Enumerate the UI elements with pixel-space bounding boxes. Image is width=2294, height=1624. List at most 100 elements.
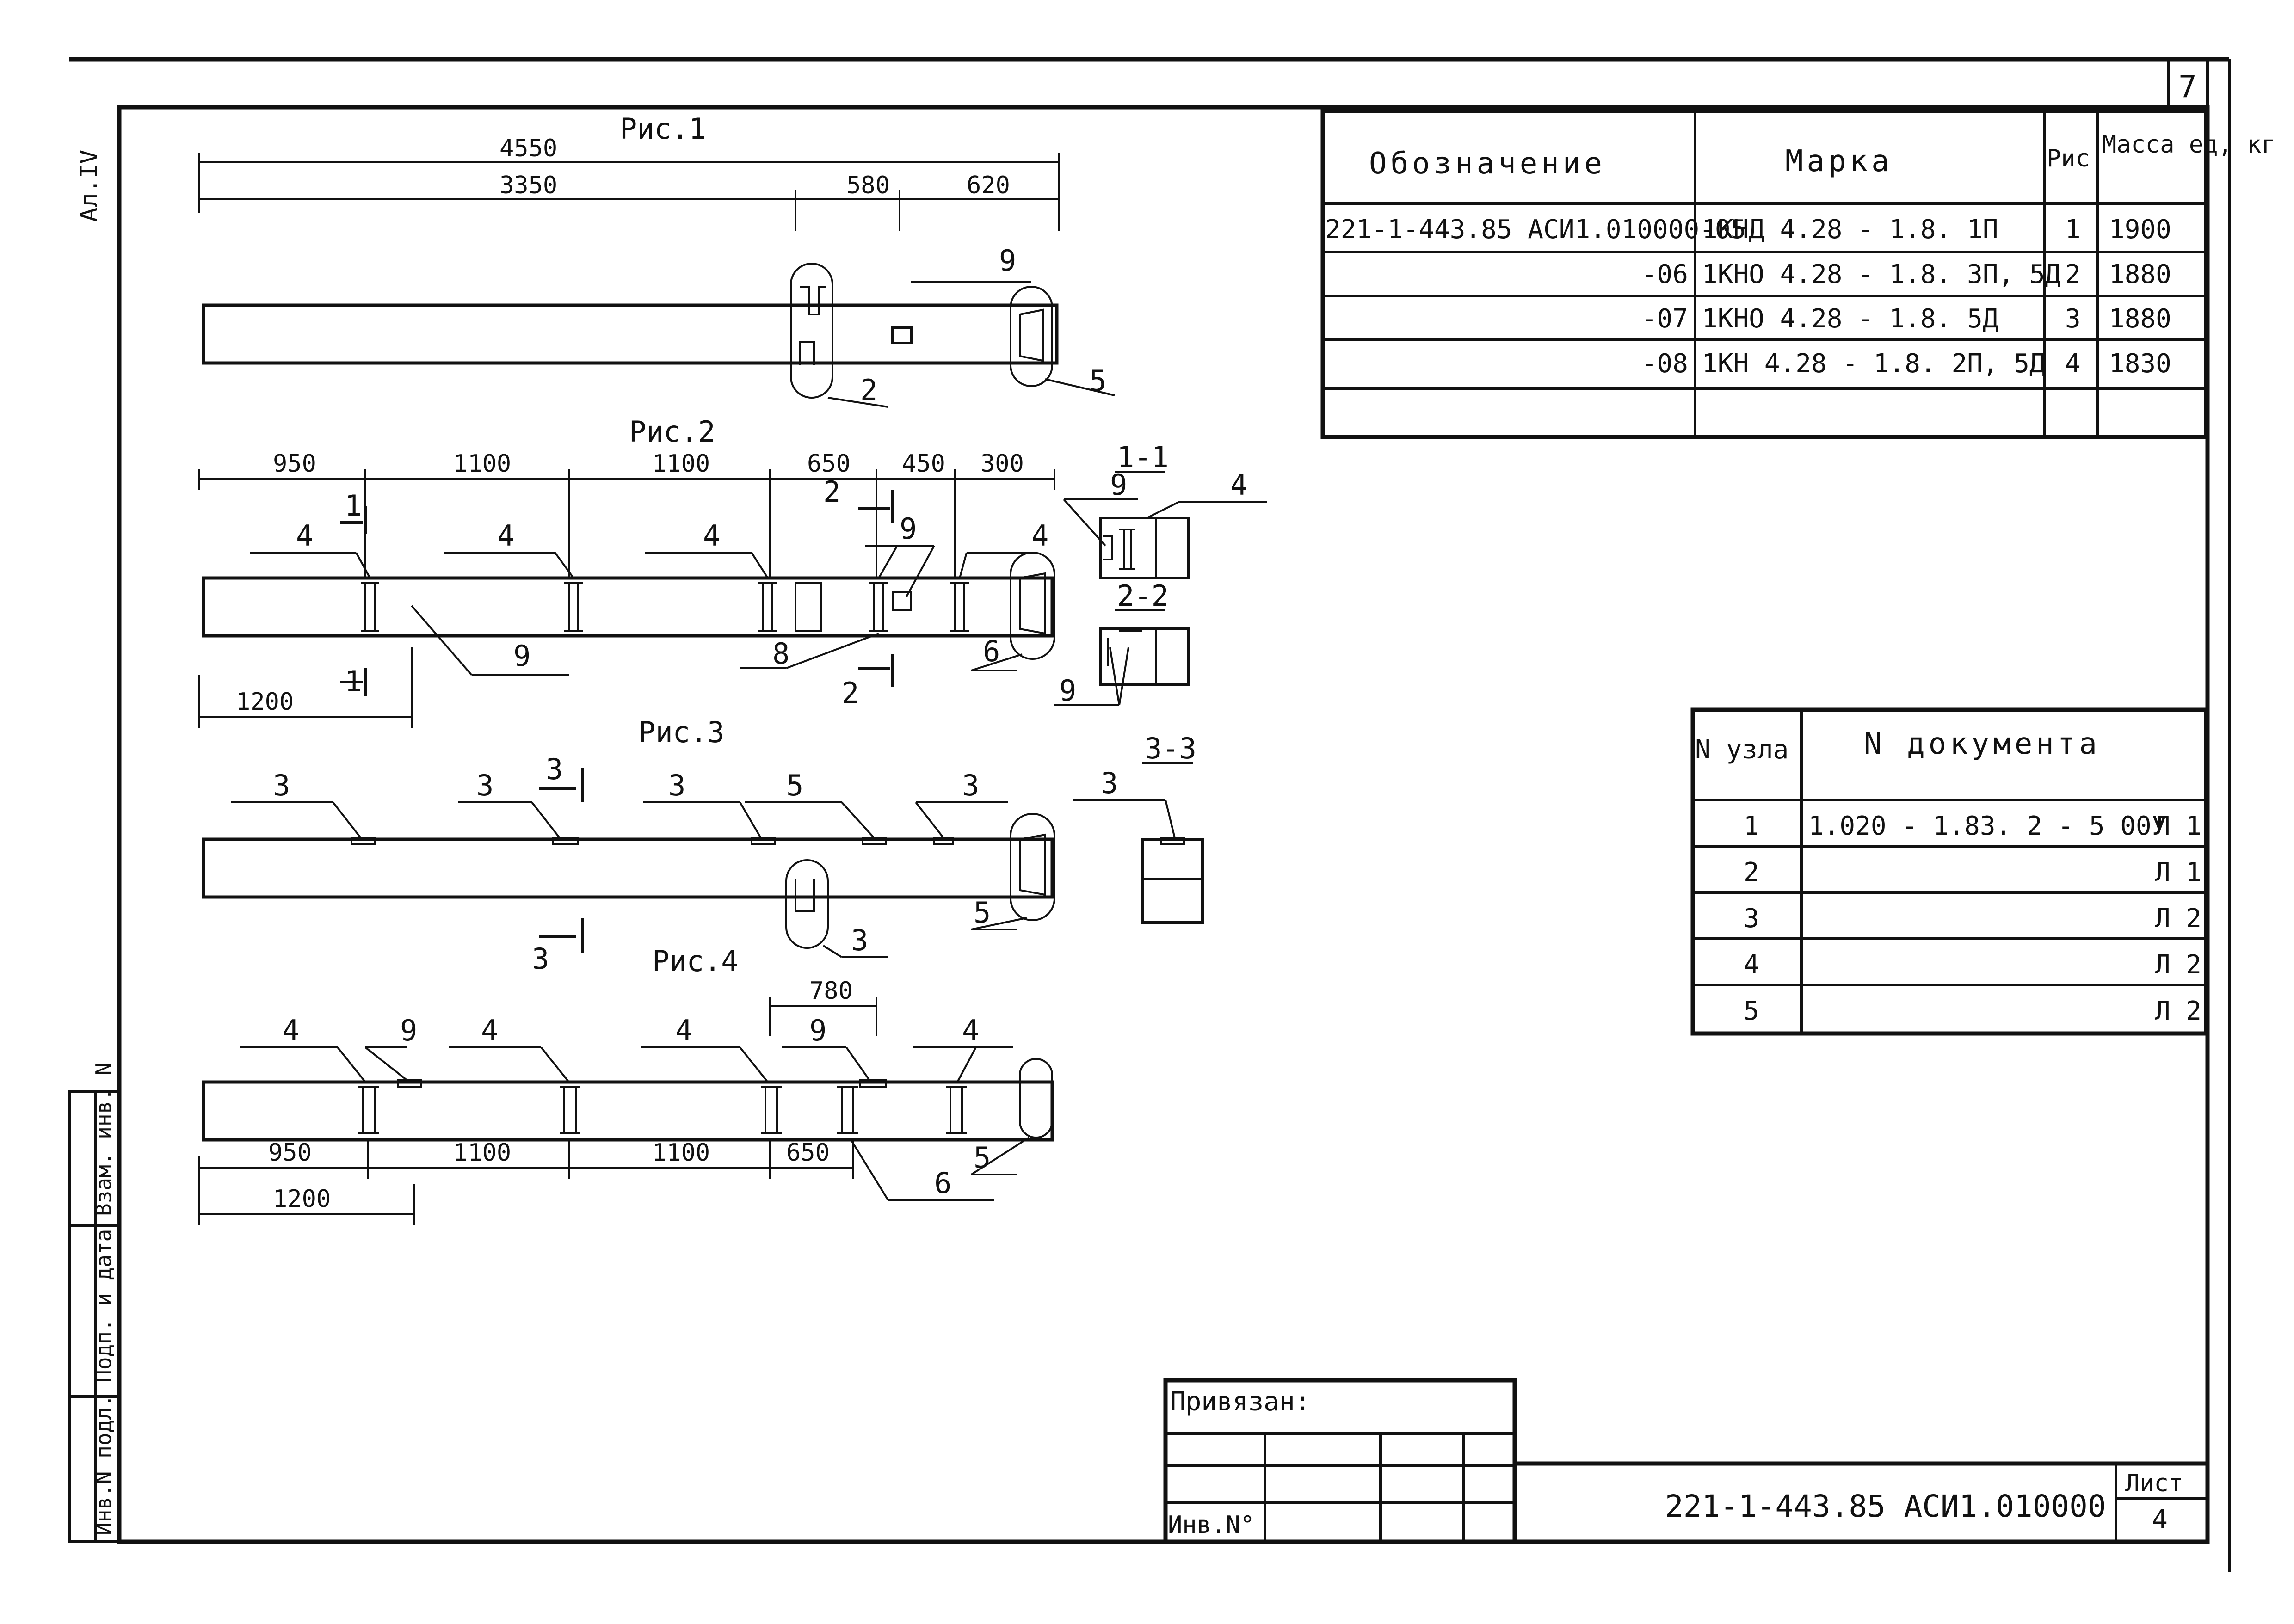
document-code: 221-1-443.85 АСИ1.010000 bbox=[1665, 1489, 2106, 1524]
fig3-callout-5a: 5 bbox=[786, 769, 803, 802]
spec-header-mark: Марка bbox=[1785, 144, 1893, 178]
section-1-1 bbox=[1099, 517, 1190, 579]
fig4-dim-1100a: 1100 bbox=[453, 1139, 511, 1167]
fig4-dim-1100b: 1100 bbox=[652, 1139, 710, 1167]
fig2-cut-1-top: 1 bbox=[345, 489, 362, 523]
fig4-beam bbox=[202, 1080, 1054, 1142]
corner-number: 7 bbox=[2178, 69, 2197, 105]
fig2-dim-650: 650 bbox=[807, 450, 851, 478]
side-code: Ал.IV bbox=[75, 149, 103, 222]
fig1-callout-5: 5 bbox=[1089, 364, 1106, 398]
figure-2: Рис.2 950 1100 1100 650 450 300 4 4 bbox=[198, 415, 1055, 728]
figure-2-title: Рис.2 bbox=[629, 415, 715, 449]
fig2-dim-300: 300 bbox=[980, 450, 1024, 478]
fig4-callout-5: 5 bbox=[974, 1141, 991, 1175]
section-3-3: 3-3 3 bbox=[1073, 732, 1204, 924]
fig3-callout-3e: 3 bbox=[851, 923, 868, 957]
node-row2-node: 2 bbox=[1744, 857, 1759, 887]
fig2-cut-1-bottom: 1 bbox=[345, 664, 362, 698]
fig2-callout-4b: 4 bbox=[497, 519, 514, 553]
spec-row2-code: -06 bbox=[1641, 259, 1688, 289]
fig4-callout-4c: 4 bbox=[675, 1014, 692, 1047]
spec-row4-mass: 1830 bbox=[2109, 349, 2171, 379]
section-3-3-body bbox=[1141, 838, 1204, 924]
section-3-3-callout: 3 bbox=[1101, 766, 1118, 800]
spec-row4-fig: 4 bbox=[2065, 349, 2081, 379]
fig4-callout-6: 6 bbox=[934, 1166, 951, 1200]
fig1-dim-580: 580 bbox=[846, 172, 890, 199]
fig4-callout-4d: 4 bbox=[962, 1014, 979, 1047]
fig2-dim-450: 450 bbox=[902, 450, 945, 478]
spec-row3-mass: 1880 bbox=[2109, 304, 2171, 334]
node-row5-node: 5 bbox=[1744, 996, 1759, 1026]
spec-row2-fig: 2 bbox=[2065, 259, 2081, 289]
fig4-callout-4a: 4 bbox=[282, 1014, 299, 1047]
spec-row2-mark: 1КНО 4.28 - 1.8. 3П, 5Д bbox=[1702, 259, 2060, 289]
side-stamp-inv: Инв.N подл. bbox=[91, 1394, 116, 1535]
fig3-beam bbox=[202, 837, 1054, 899]
fig4-callout-4b: 4 bbox=[481, 1014, 498, 1047]
sheet-number: 4 bbox=[2152, 1505, 2168, 1535]
spec-row2-mass: 1880 bbox=[2109, 259, 2171, 289]
node-row5-sheet: Л 2 bbox=[2155, 996, 2202, 1026]
fig1-callout-2: 2 bbox=[860, 373, 877, 407]
side-stamp-replace: Взам. инв. N bbox=[91, 1063, 116, 1216]
fig2-dim-1100a: 1100 bbox=[453, 450, 511, 478]
fig2-beam bbox=[202, 576, 1054, 638]
fig3-callout-3d: 3 bbox=[962, 769, 979, 802]
spec-row4-code: -08 bbox=[1641, 349, 1688, 379]
fig1-dim-3350: 3350 bbox=[500, 172, 557, 199]
fig3-node-3 bbox=[785, 859, 829, 949]
title-block: Привязан: Инв.N° 221-1-443.85 АСИ1.01000… bbox=[1163, 1378, 2208, 1544]
figure-4-title: Рис.4 bbox=[652, 944, 739, 978]
fig3-cut-3-top: 3 bbox=[546, 752, 563, 786]
node-row4-node: 4 bbox=[1744, 950, 1759, 980]
side-stamp-sign: Подп. и дата bbox=[91, 1229, 116, 1383]
fig1-node-5 bbox=[1010, 286, 1053, 387]
figure-4: Рис.4 780 4 9 4 4 9 4 5 6 bbox=[198, 944, 1054, 1225]
node-row3-node: 3 bbox=[1744, 904, 1759, 934]
fig4-dim-950: 950 bbox=[268, 1139, 312, 1167]
fig2-cut-2-bottom: 2 bbox=[842, 676, 859, 710]
fig4-dim-1200: 1200 bbox=[273, 1185, 331, 1213]
fig3-callout-5b: 5 bbox=[974, 896, 991, 929]
spec-row1-fig: 1 bbox=[2065, 215, 2081, 245]
section-1-1-callout-4: 4 bbox=[1230, 468, 1247, 502]
spec-row3-mark: 1КНО 4.28 - 1.8. 5Д bbox=[1702, 304, 1998, 334]
fig2-callout-8: 8 bbox=[772, 637, 789, 671]
fig2-dim-1100b: 1100 bbox=[652, 450, 710, 478]
fig2-callout-4d: 4 bbox=[1031, 519, 1048, 553]
fig4-dim-780: 780 bbox=[809, 977, 853, 1005]
fig2-callout-4c: 4 bbox=[703, 519, 720, 553]
section-3-3-label: 3-3 bbox=[1145, 732, 1196, 765]
node-header-doc: N документа bbox=[1864, 727, 2101, 761]
section-1-1-label: 1-1 bbox=[1117, 440, 1169, 474]
fig1-beam bbox=[202, 303, 1059, 365]
node-row1-doc: 1.020 - 1.83. 2 - 5 00У bbox=[1808, 811, 2167, 841]
fig2-callout-9b: 9 bbox=[900, 512, 917, 546]
figure-3-title: Рис.3 bbox=[638, 715, 725, 749]
fig1-callout-9: 9 bbox=[999, 244, 1016, 277]
spec-row3-fig: 3 bbox=[2065, 304, 2081, 334]
node-row1-sheet: Л 1 bbox=[2155, 811, 2202, 841]
spec-header-fig: Рис. bbox=[2047, 145, 2104, 172]
fig4-dim-650: 650 bbox=[786, 1139, 830, 1167]
fig3-callout-3c: 3 bbox=[668, 769, 685, 802]
fig1-dim-4550: 4550 bbox=[500, 135, 557, 162]
fig2-callout-9a: 9 bbox=[513, 639, 530, 673]
figure-1: Рис.1 4550 3350 580 620 9 2 5 bbox=[198, 112, 1115, 408]
spec-row1-code: 221-1-443.85 АСИ1.010000-05 bbox=[1325, 215, 1746, 245]
spec-row1-mark: 1КНД 4.28 - 1.8. 1П bbox=[1702, 215, 1998, 245]
fig3-callout-3b: 3 bbox=[476, 769, 493, 802]
spec-header-mass: Масса ед, кг bbox=[2102, 131, 2276, 159]
fig2-callout-6: 6 bbox=[983, 634, 1000, 668]
node-table: N узла N документа 1 1.020 - 1.83. 2 - 5… bbox=[1690, 707, 2208, 1036]
section-2-2-label: 2-2 bbox=[1117, 579, 1169, 613]
node-row3-sheet: Л 2 bbox=[2155, 904, 2202, 934]
fig4-node-5 bbox=[1019, 1058, 1053, 1138]
node-header-node: N узла bbox=[1695, 735, 1788, 765]
fig4-callout-9b: 9 bbox=[809, 1014, 826, 1047]
fig1-node-2 bbox=[790, 263, 833, 399]
